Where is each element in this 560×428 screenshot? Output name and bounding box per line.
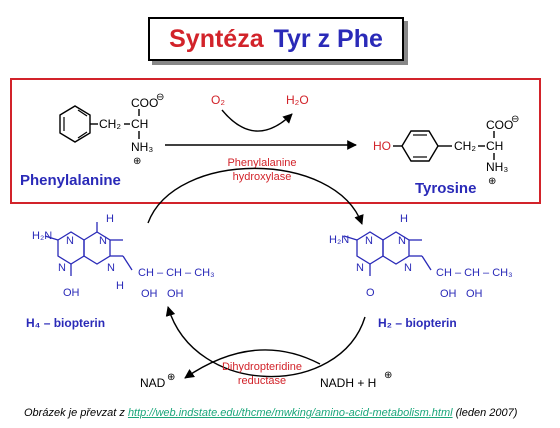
tyr-coo-charge: ⊖ <box>511 114 519 125</box>
tyr-nh3-charge: ⊕ <box>488 176 496 187</box>
h4-h-top: H <box>106 213 114 225</box>
title-part2: Tyr z Phe <box>273 24 383 53</box>
phe-coo-charge: ⊖ <box>156 92 164 103</box>
h4-chain: CH – CH – CH₃ <box>138 267 215 279</box>
h2-chain-oh1: OH <box>440 288 457 300</box>
h2-n3: N <box>356 262 364 274</box>
o2-h2o-arrow <box>221 109 293 132</box>
nadh-charge: ⊕ <box>384 370 392 381</box>
phe-ch: CH <box>131 117 148 131</box>
nad-charge: ⊕ <box>167 372 175 383</box>
tyrosine-structure: HO CH₂ CH COO ⊖ NH₃ ⊕ Tyrosine <box>373 114 519 197</box>
h2-biopterin-labels: H₂N H N N N N O CH – CH – CH₃ OH OH <box>329 213 513 300</box>
biopterin-reduction-arrow <box>165 306 366 378</box>
caption-prefix: Obrázek je převzat z <box>24 407 128 419</box>
h4-biopterin-structure <box>44 222 133 276</box>
h2-n1: N <box>398 235 406 247</box>
nadh-label: NADH + H <box>320 376 376 390</box>
phe-nh3: NH₃ <box>131 140 153 154</box>
h4-chain-oh1: OH <box>141 288 158 300</box>
h4-n1: N <box>99 235 107 247</box>
tyr-coo: COO <box>486 118 513 132</box>
h4-h-bot: H <box>116 280 124 292</box>
source-link[interactable]: http://web.indstate.edu/thcme/mwking/ami… <box>127 407 453 419</box>
caption-suffix: (leden 2007) <box>452 407 518 419</box>
biopterin-oxidation-arrow <box>147 167 364 225</box>
phenylalanine-label: Phenylalanine <box>20 172 121 189</box>
title-box: Syntéza Tyr z Phe <box>148 17 404 61</box>
tyr-nh3: NH₃ <box>486 160 508 174</box>
hydroxylase-line2: hydroxylase <box>233 171 292 183</box>
o2-label: O₂ <box>211 93 225 107</box>
phenylalanine-structure: CH₂ CH COO ⊖ NH₃ ⊕ Phenylalanine <box>20 92 164 189</box>
h2-n2: N <box>365 235 373 247</box>
h2-h2n: H₂N <box>329 234 349 246</box>
source-caption: Obrázek je převzat z http://web.indstate… <box>24 407 517 419</box>
h2-o: O <box>366 287 375 299</box>
tyr-ch2: CH₂ <box>454 139 476 153</box>
phe-nh3-charge: ⊕ <box>133 156 141 167</box>
h4-chain-oh2: OH <box>167 288 184 300</box>
h2-h-top: H <box>400 213 408 225</box>
reaction-frame <box>10 78 541 204</box>
h2-biopterin-structure <box>343 231 432 276</box>
h2-biopterin-label: H₂ – biopterin <box>378 316 457 330</box>
tyrosine-label: Tyrosine <box>415 180 476 197</box>
h4-h2n: H₂N <box>32 230 52 242</box>
h4-biopterin-labels: H₂N H N N N N H OH CH – CH – CH₃ OH OH <box>32 213 215 300</box>
nadh-nad-arrow <box>184 349 321 379</box>
reductase-line1: Dihydropteridine <box>222 361 302 373</box>
h2o-label: H₂O <box>286 93 309 107</box>
reductase-line2: reductase <box>238 375 286 387</box>
h2-n4: N <box>404 262 412 274</box>
h4-n4: N <box>107 262 115 274</box>
h2-chain: CH – CH – CH₃ <box>436 267 513 279</box>
h4-n2: N <box>66 235 74 247</box>
nad-label: NAD <box>140 376 166 390</box>
phe-coo: COO <box>131 96 158 110</box>
h4-n3: N <box>58 262 66 274</box>
h4-oh: OH <box>63 287 80 299</box>
title-part1: Syntéza <box>169 24 264 53</box>
hydroxylase-line1: Phenylalanine <box>227 157 296 169</box>
h2-chain-oh2: OH <box>466 288 483 300</box>
phe-ch2: CH₂ <box>99 117 121 131</box>
h4-biopterin-label: H₄ – biopterin <box>26 316 105 330</box>
tyr-ho: HO <box>373 139 391 153</box>
tyr-ch: CH <box>486 139 503 153</box>
